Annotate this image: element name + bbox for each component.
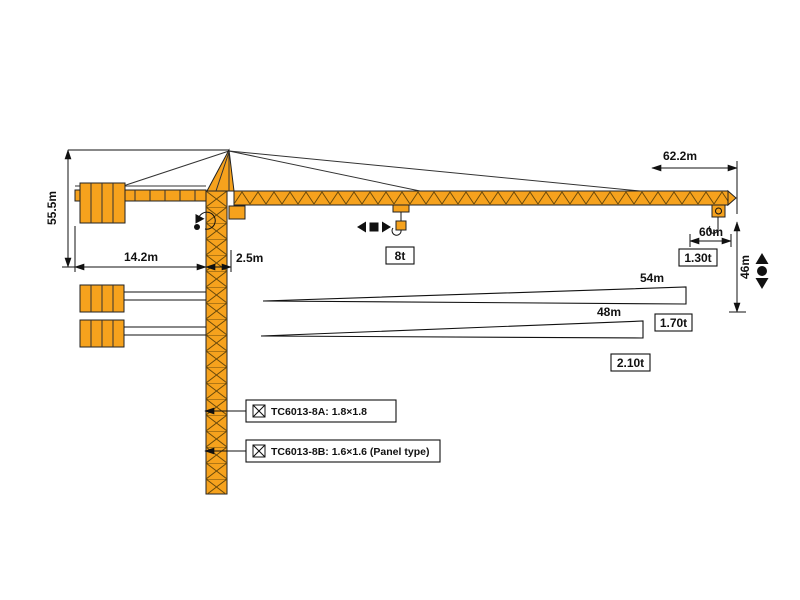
dim-tip-radius-label: 60m	[699, 225, 723, 239]
jib-option-48m-length: 48m	[597, 305, 621, 319]
main-jib	[233, 189, 737, 207]
model-callout-8b: TC6013-8B: 1.6×1.6 (Panel type)	[204, 439, 441, 463]
dim-hook-height-label: 46m	[738, 255, 752, 279]
tower-section-icon	[252, 404, 266, 418]
slewing-rotation-icon	[194, 211, 216, 230]
dim-total-height-label: 55.5m	[45, 191, 59, 225]
max-load-badge: 8t	[385, 246, 415, 265]
dim-jib-length-label: 62.2m	[663, 149, 697, 163]
model-8a-label: TC6013-8A: 1.8×1.8	[271, 406, 367, 418]
model-8b-label: TC6013-8B: 1.6×1.6 (Panel type)	[271, 446, 429, 458]
hook-icon	[391, 227, 402, 236]
dim-mast-width: 2.5m	[205, 250, 263, 272]
dim-counter-jib: 14.2m	[74, 226, 207, 272]
dim-hook-height: 46m	[729, 221, 752, 313]
dim-tip-radius: 60m	[689, 225, 732, 247]
jib-option-54m-load: 1.70t	[660, 316, 687, 330]
tie-bars	[119, 150, 651, 193]
jib-option-48m-load: 2.10t	[617, 356, 644, 370]
jib-tip-hook	[708, 204, 726, 234]
tip-load-label: 1.30t	[684, 251, 711, 265]
jib-option-54m-length: 54m	[640, 271, 664, 285]
tower-head	[206, 148, 235, 192]
hook-travel-icon	[755, 253, 769, 289]
jib-option-48m: 48m 2.10t	[260, 305, 651, 372]
hook-icon	[708, 225, 719, 234]
tip-load-badge: 1.30t	[678, 248, 718, 267]
counter-jib	[74, 182, 207, 224]
tower-section-icon	[252, 444, 266, 458]
trolley-travel-icon	[357, 221, 391, 233]
trolley-and-hook	[391, 204, 410, 236]
operator-cab	[228, 205, 246, 220]
dim-jib-length: 62.2m	[651, 149, 738, 214]
counterweight-block	[79, 182, 126, 224]
dim-mast-width-label: 2.5m	[236, 251, 263, 265]
dim-counter-jib-label: 14.2m	[124, 250, 158, 264]
jib-tip	[727, 189, 737, 207]
dim-total-height: 55.5m	[45, 149, 229, 268]
model-callout-8a: TC6013-8A: 1.8×1.8	[204, 399, 397, 423]
counterweight-option-2	[79, 319, 206, 348]
jib-option-54m: 54m 1.70t	[262, 271, 693, 332]
max-load-label: 8t	[395, 249, 406, 263]
counterweight-option-1	[79, 284, 206, 313]
tower-mast	[205, 190, 228, 495]
